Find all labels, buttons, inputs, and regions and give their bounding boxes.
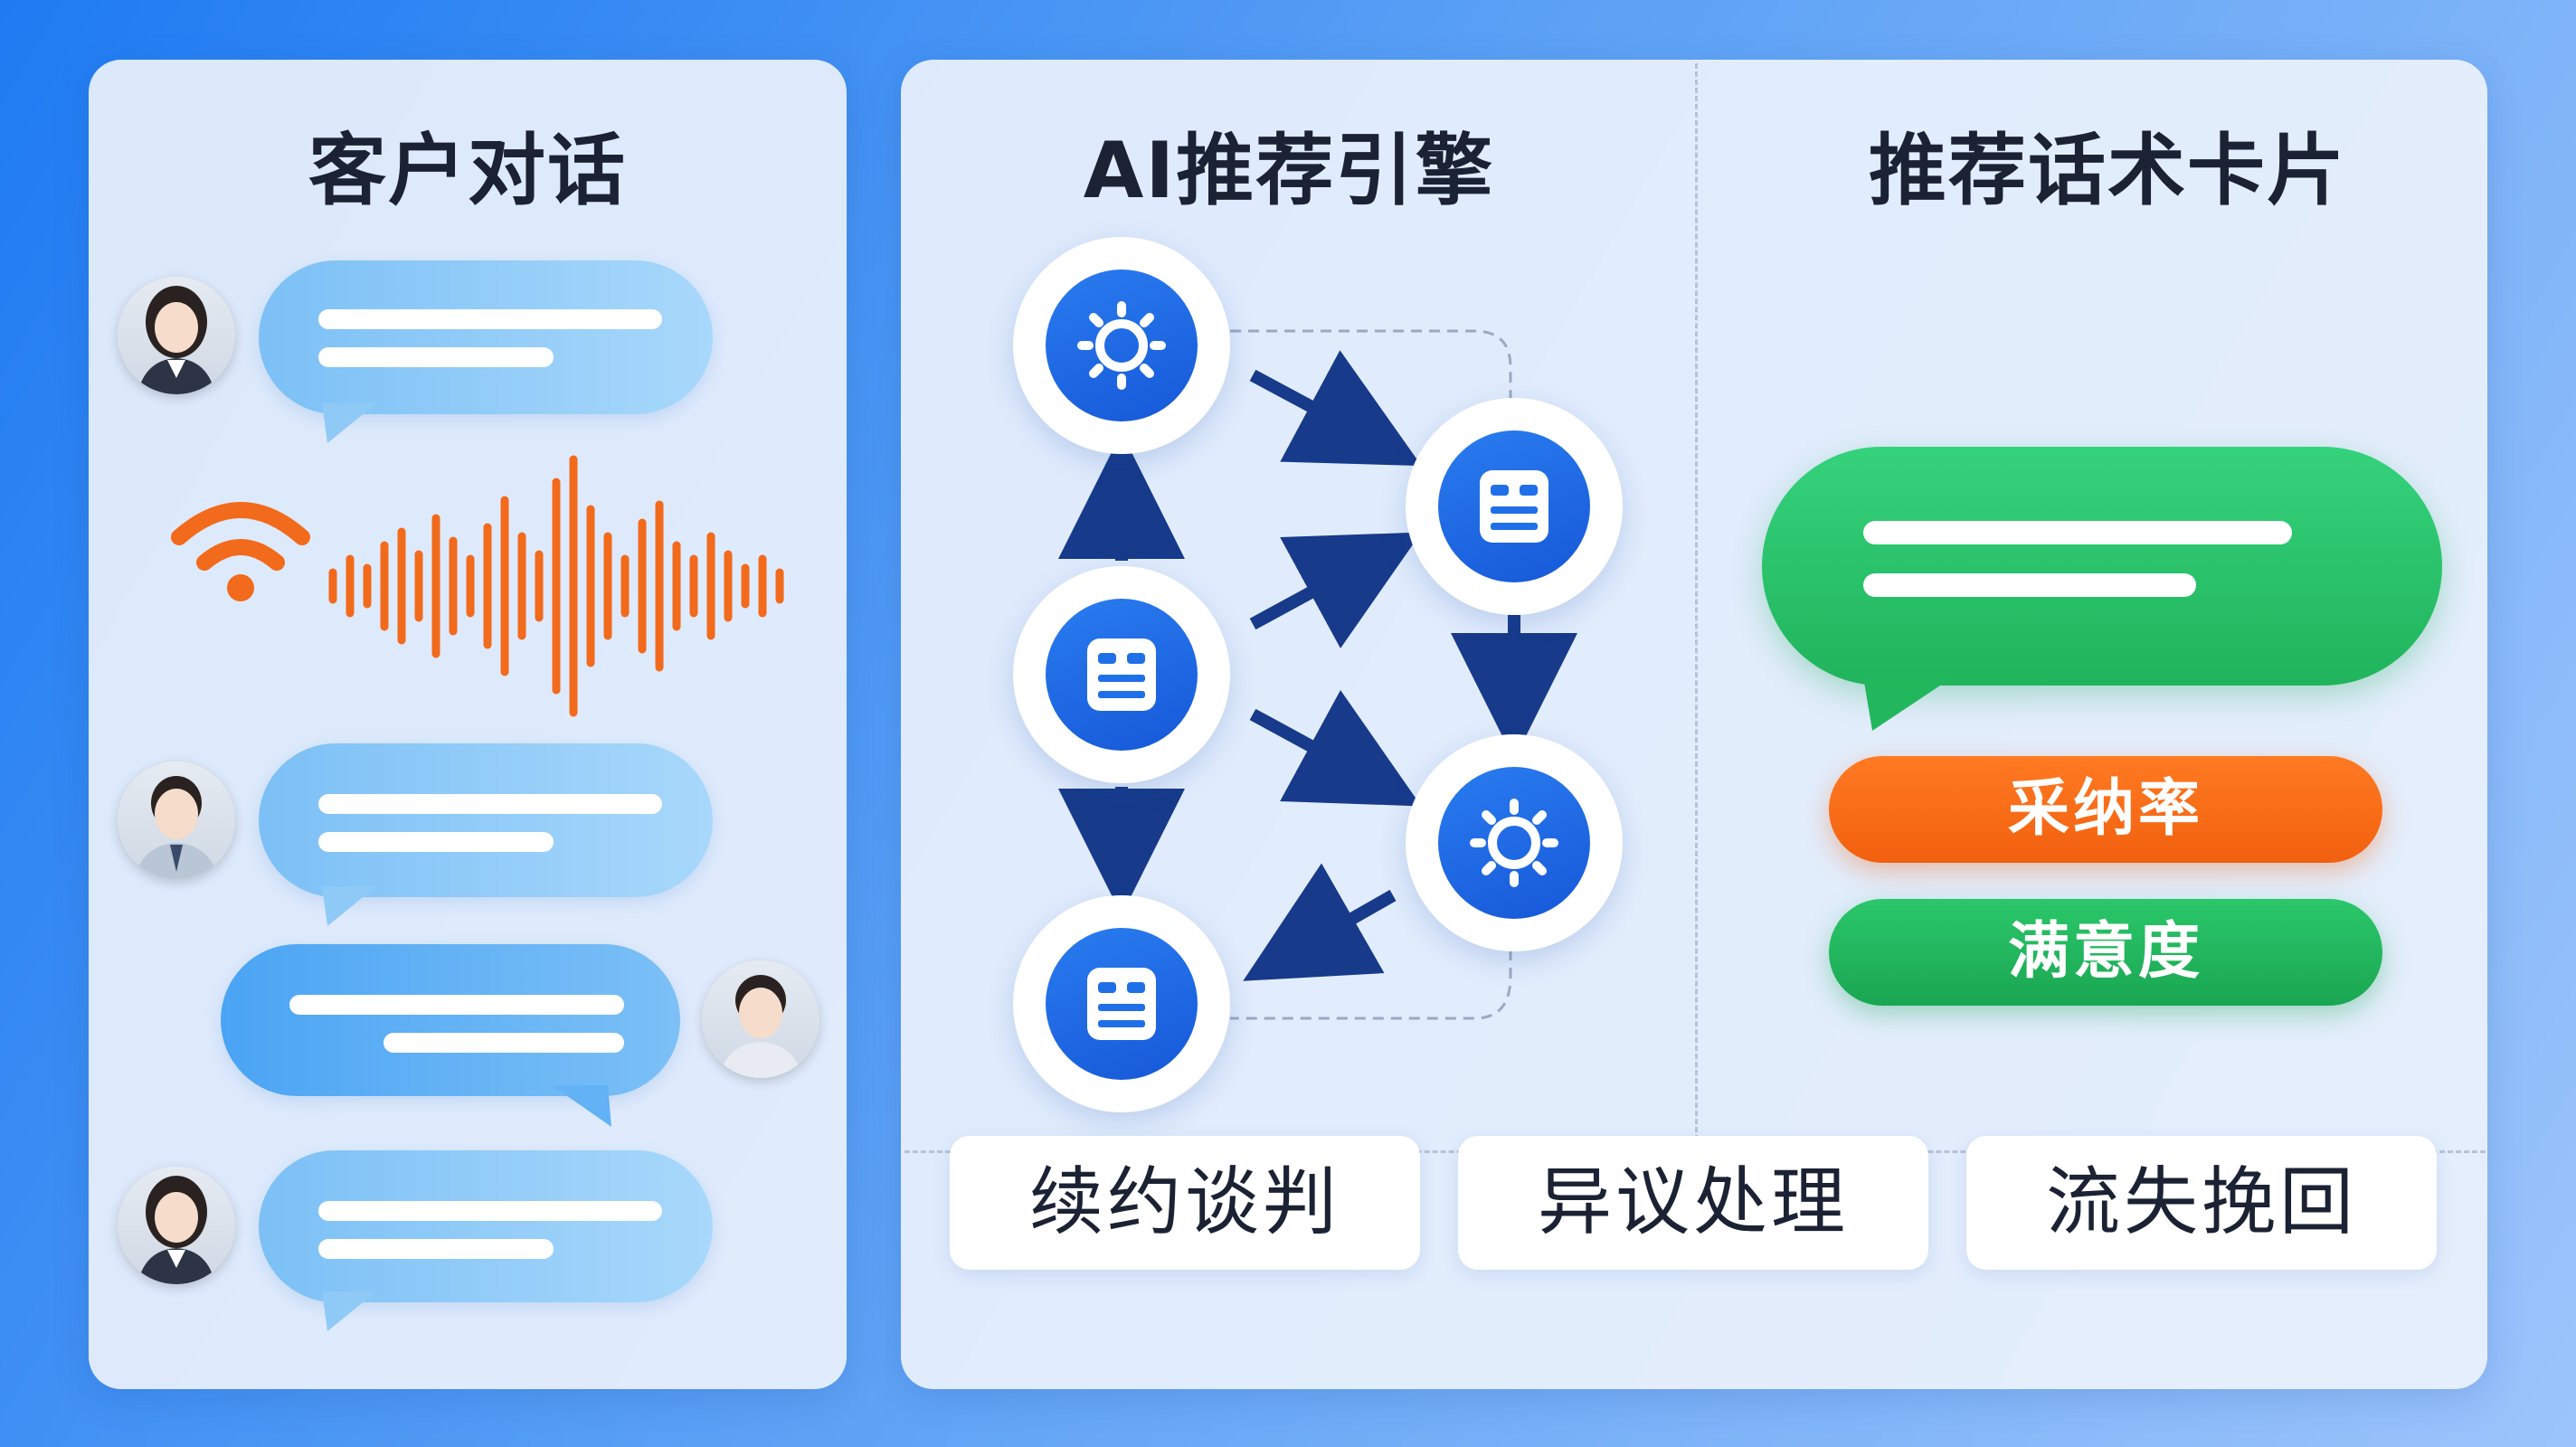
metric-adoption-rate: 采纳率 [1829, 756, 2382, 863]
audio-waveform [328, 455, 784, 717]
robot-icon [1087, 968, 1156, 1040]
engine-title: AI推荐引擎 [1083, 126, 1495, 216]
avatar-male [118, 761, 235, 879]
scenario-tag-churn[interactable]: 流失挽回 [1966, 1136, 2437, 1270]
chat-bubble-customer-1 [259, 260, 713, 414]
engine-node-robot-3 [1406, 398, 1623, 615]
chat-bubble-agent [221, 944, 680, 1096]
engine-network [1058, 329, 1577, 1020]
engine-node-robot-2 [1013, 895, 1230, 1112]
wifi-icon [171, 502, 310, 601]
avatar-female-2 [118, 1167, 235, 1284]
gear-icon [1470, 799, 1558, 887]
arrow [1249, 690, 1422, 807]
scenario-tag-objection[interactable]: 异议处理 [1458, 1136, 1928, 1270]
arrow [1249, 532, 1422, 648]
suggestion-card-bubble[interactable] [1762, 447, 2442, 686]
bubble-tail [322, 1291, 376, 1331]
arrow [1249, 350, 1422, 467]
engine-node-robot-1 [1013, 566, 1230, 783]
bubble-tail [1863, 676, 1954, 731]
avatar-agent [702, 960, 819, 1078]
arrow [1243, 863, 1397, 981]
chat-bubble-customer-2 [259, 743, 713, 897]
metric-satisfaction: 满意度 [1829, 899, 2382, 1006]
robot-icon [1480, 470, 1548, 543]
bubble-tail [322, 403, 376, 443]
robot-icon [1087, 638, 1156, 711]
avatar-female [118, 277, 235, 394]
customer-dialog-title: 客户对话 [308, 126, 627, 216]
chat-bubble-customer-3 [259, 1150, 713, 1302]
vertical-divider [1695, 63, 1698, 1149]
cards-title: 推荐话术卡片 [1869, 126, 2346, 216]
engine-node-gear-1 [1013, 237, 1230, 454]
scenario-tag-renewal[interactable]: 续约谈判 [950, 1136, 1420, 1270]
gear-icon [1077, 301, 1166, 390]
bubble-tail [552, 1085, 611, 1127]
bubble-tail [322, 886, 376, 926]
engine-node-gear-2 [1406, 734, 1623, 951]
